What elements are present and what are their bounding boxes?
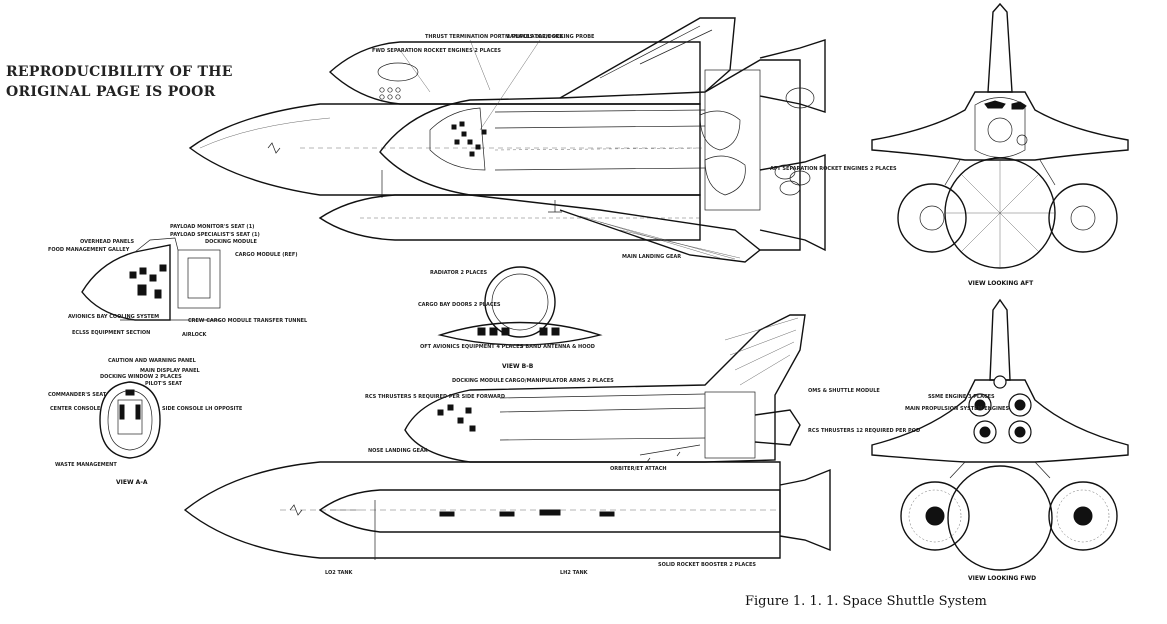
label-pilot-seat: PILOT'S SEAT [145,381,183,387]
label-side-console: SIDE CONSOLE LH OPPOSITE [162,406,243,412]
label-crew-transfer: CREW CARGO MODULE TRANSFER TUNNEL [188,318,308,324]
label-manipulator: MANIPULATOR/DOCKING PROBE [505,34,595,40]
label-s-band: S BAND ANTENNA & HOOD [520,344,595,350]
figure-caption: Figure 1. 1. 1. Space Shuttle System [745,594,987,609]
label-srb-sep: FWD SEPARATION ROCKET ENGINES 2 PLACES [372,48,501,54]
label-waste: WASTE MANAGEMENT [55,462,117,468]
title-view-bb: VIEW B-B [502,363,534,370]
view-aft: VIEW LOOKING AFT [871,2,1129,287]
label-docking-module-2: DOCKING MODULE [452,378,504,384]
title-view-aft: VIEW LOOKING AFT [968,280,1034,287]
label-overhead: OVERHEAD PANELS [80,239,134,245]
label-avionics-equip: OFT AVIONICS EQUIPMENT 4 PLACES [420,344,523,350]
bottom-side-labels: DOCKING MODULE CARGO/MANIPULATOR ARMS 2 … [325,378,920,576]
label-docking-window: DOCKING WINDOW 2 PLACES [100,374,182,380]
label-lh2-tank: LH2 TANK [560,570,589,576]
cockpit-cutaway: OVERHEAD PANELS FOOD MANAGEMENT GALLEY P… [48,224,308,338]
label-caution: CAUTION AND WARNING PANEL [108,358,197,364]
top-side-view [188,17,826,263]
label-main-display: MAIN DISPLAY PANEL [140,368,201,374]
label-lox-tank: LO2 TANK [325,570,354,576]
label-main-prop: MAIN PROPULSION SYSTEM ENGINES [905,406,1009,412]
view-fwd: SSME ENGINE 3 PLACES MAIN PROPULSION SYS… [871,298,1129,582]
stamp-line-1: REPRODUCIBILITY OF THE [6,64,233,80]
label-docking-module: DOCKING MODULE [205,239,257,245]
bottom-side-view [183,314,831,560]
label-commander-seat: COMMANDER'S SEAT [48,392,107,398]
label-avionics-bay: AVIONICS BAY COOLING SYSTEM [68,314,159,320]
label-main-gear: MAIN LANDING GEAR [622,254,681,260]
label-payload-spec: PAYLOAD SPECIALIST'S SEAT (1) [170,232,260,238]
label-radiator: RADIATOR 2 PLACES [430,270,487,276]
label-rcs-aft: RCS THRUSTERS 12 REQUIRED PER POD [808,428,920,434]
label-payload-monitor: PAYLOAD MONITOR'S SEAT (1) [170,224,254,230]
label-rcs-fwd: RCS THRUSTERS 5 REQUIRED PER SIDE FORWAR… [365,394,505,400]
label-solid-rocket: SOLID ROCKET BOOSTER 2 PLACES [658,562,756,568]
label-attach: ORBITER/ET ATTACH [610,466,667,472]
view-bb: RADIATOR 2 PLACES CARGO BAY DOORS 2 PLAC… [418,266,603,370]
title-view-fwd: VIEW LOOKING FWD [968,575,1036,582]
title-view-aa: VIEW A-A [116,479,148,486]
label-cargo-manip: CARGO/MANIPULATOR ARMS 2 PLACES [505,378,614,384]
top-side-labels: FWD SEPARATION ROCKET ENGINES 2 PLACES T… [372,34,897,260]
label-oms: OMS & SHUTTLE MODULE [808,388,880,394]
view-aa: CAUTION AND WARNING PANEL MAIN DISPLAY P… [48,358,243,486]
label-thrust-term: THRUST TERMINATION PORT 2 PLACES EACH SR… [425,34,563,40]
label-galley: FOOD MANAGEMENT GALLEY [48,247,130,253]
label-cargo-doors: CARGO BAY DOORS 2 PLACES [418,302,501,308]
label-nose-gear: NOSE LANDING GEAR [368,448,428,454]
label-airlock: AIRLOCK [182,332,208,338]
label-ssme: SSME ENGINE 3 PLACES [928,394,995,400]
label-cargo-module: CARGO MODULE (REF) [235,252,298,258]
stamp-line-2: ORIGINAL PAGE IS POOR [6,84,216,100]
label-center-console: CENTER CONSOLE [50,406,101,412]
label-eclss: ECLSS EQUIPMENT SECTION [72,330,150,336]
label-aft-sep: AFT SEPARATION ROCKET ENGINES 2 PLACES [770,166,897,172]
